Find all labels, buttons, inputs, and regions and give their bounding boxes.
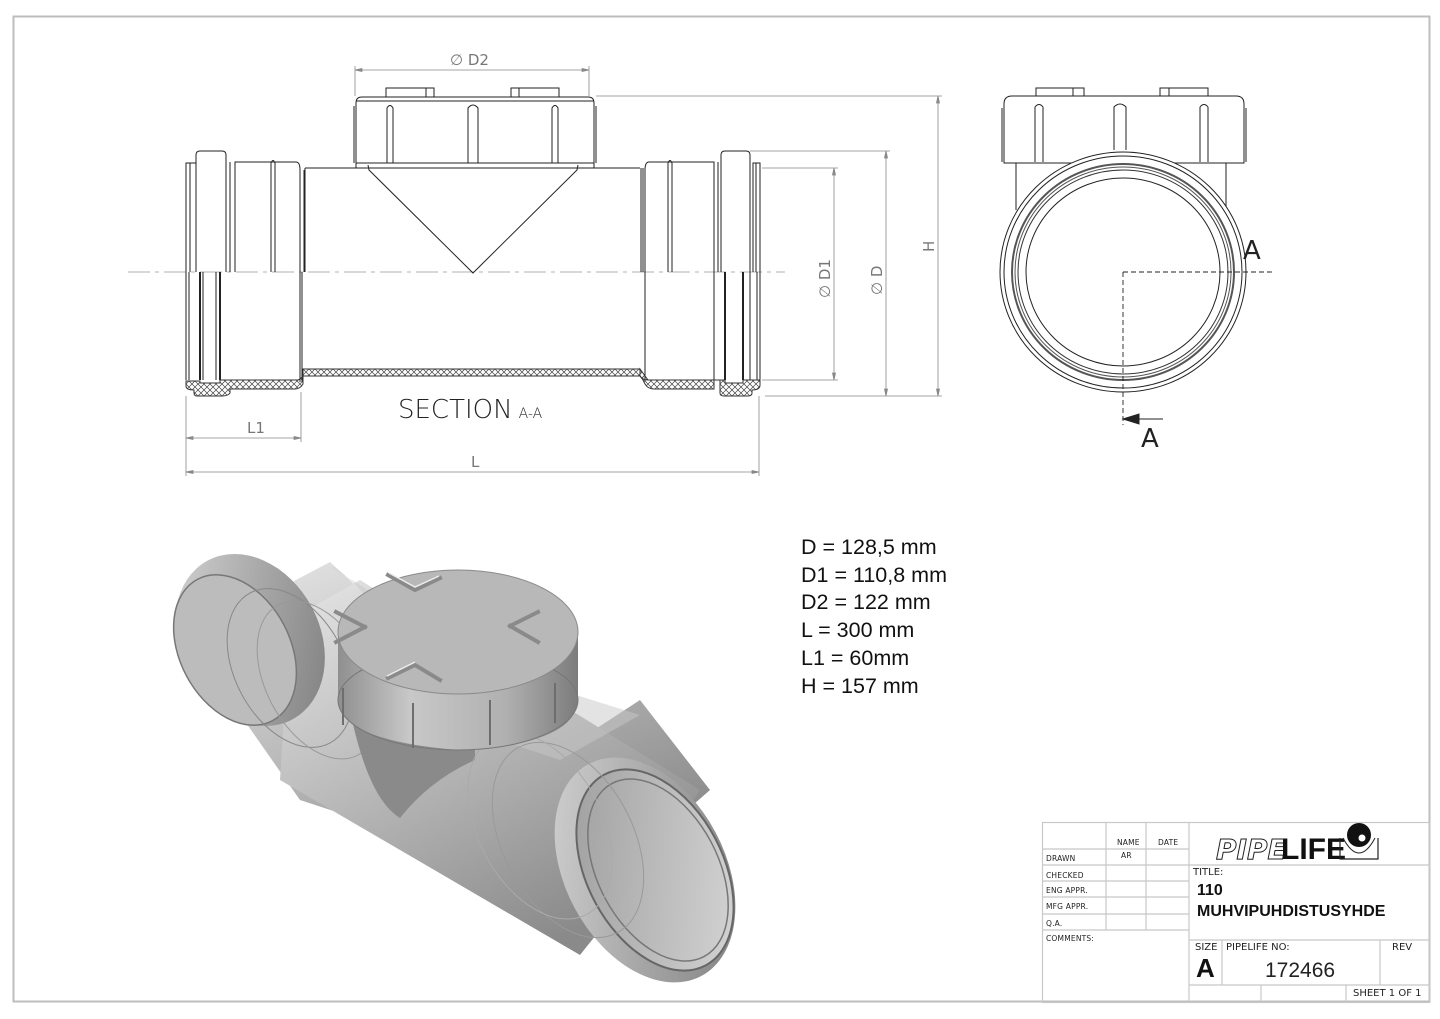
section-label-suffix: A-A (518, 406, 543, 422)
isometric-view (172, 554, 736, 983)
size-value: A (1196, 953, 1215, 983)
pipelife-no-value: 172466 (1265, 959, 1336, 982)
sheet-border (12, 15, 1431, 1003)
title-label: TITLE: (1193, 867, 1224, 878)
section-arrow (1121, 413, 1163, 425)
logo-outline-text: PIPE (1216, 833, 1287, 866)
size-label: SIZE (1195, 942, 1218, 953)
row-checked-label: CHECKED (1046, 871, 1084, 880)
spec-l1: L1 = 60mm (801, 645, 910, 670)
dimension-specs: D = 128,5 mm D1 = 110,8 mm D2 = 122 mm L… (801, 534, 947, 700)
title-line-1: 110 (1197, 882, 1223, 899)
dim-d2-label: ∅ D2 (450, 51, 489, 69)
row-drawn-label: DRAWN (1046, 854, 1076, 863)
sheet-number: SHEET 1 OF 1 (1353, 988, 1422, 999)
logo-solid-text: LIFE (1281, 833, 1346, 866)
spec-d1: D1 = 110,8 mm (801, 562, 947, 587)
section-marker-bottom: A (1141, 424, 1159, 454)
section-view (128, 87, 785, 397)
dim-d1-label: ∅ D1 (816, 259, 834, 298)
pipelife-logo: PIPE LIFE (1216, 823, 1379, 867)
row-mfg-appr-label: MFG APPR. (1046, 902, 1089, 911)
dim-d-label: ∅ D (868, 266, 886, 295)
section-line (1122, 271, 1275, 425)
dimension-lines (185, 66, 942, 476)
header-date: DATE (1158, 838, 1179, 847)
dim-h-label: H (920, 241, 938, 252)
section-view-label: SECTION A-A (398, 395, 542, 425)
drawing-title: 110 MUHVIPUHDISTUSYHDE (1197, 880, 1385, 922)
row-qa-label: Q.A. (1046, 919, 1063, 928)
spec-l: L = 300 mm (801, 618, 915, 643)
spec-d: D = 128,5 mm (801, 535, 937, 559)
section-label-text: SECTION (398, 395, 513, 425)
row-drawn-name: AR (1121, 851, 1132, 860)
section-marker-top: A (1243, 236, 1261, 266)
title-block-grid (1041, 821, 1431, 1004)
comments-label: COMMENTS: (1046, 934, 1095, 943)
dim-l1-label: L1 (247, 419, 265, 437)
row-eng-appr-label: ENG APPR. (1046, 886, 1088, 895)
header-name: NAME (1117, 838, 1140, 847)
rev-label: REV (1392, 942, 1413, 953)
spec-h: H = 157 mm (801, 673, 919, 698)
spec-d2: D2 = 122 mm (801, 590, 931, 615)
pipelife-no-label: PIPELIFE NO: (1226, 942, 1290, 953)
dim-l-label: L (471, 453, 480, 471)
title-line-2: MUHVIPUHDISTUSYHDE (1197, 903, 1386, 920)
